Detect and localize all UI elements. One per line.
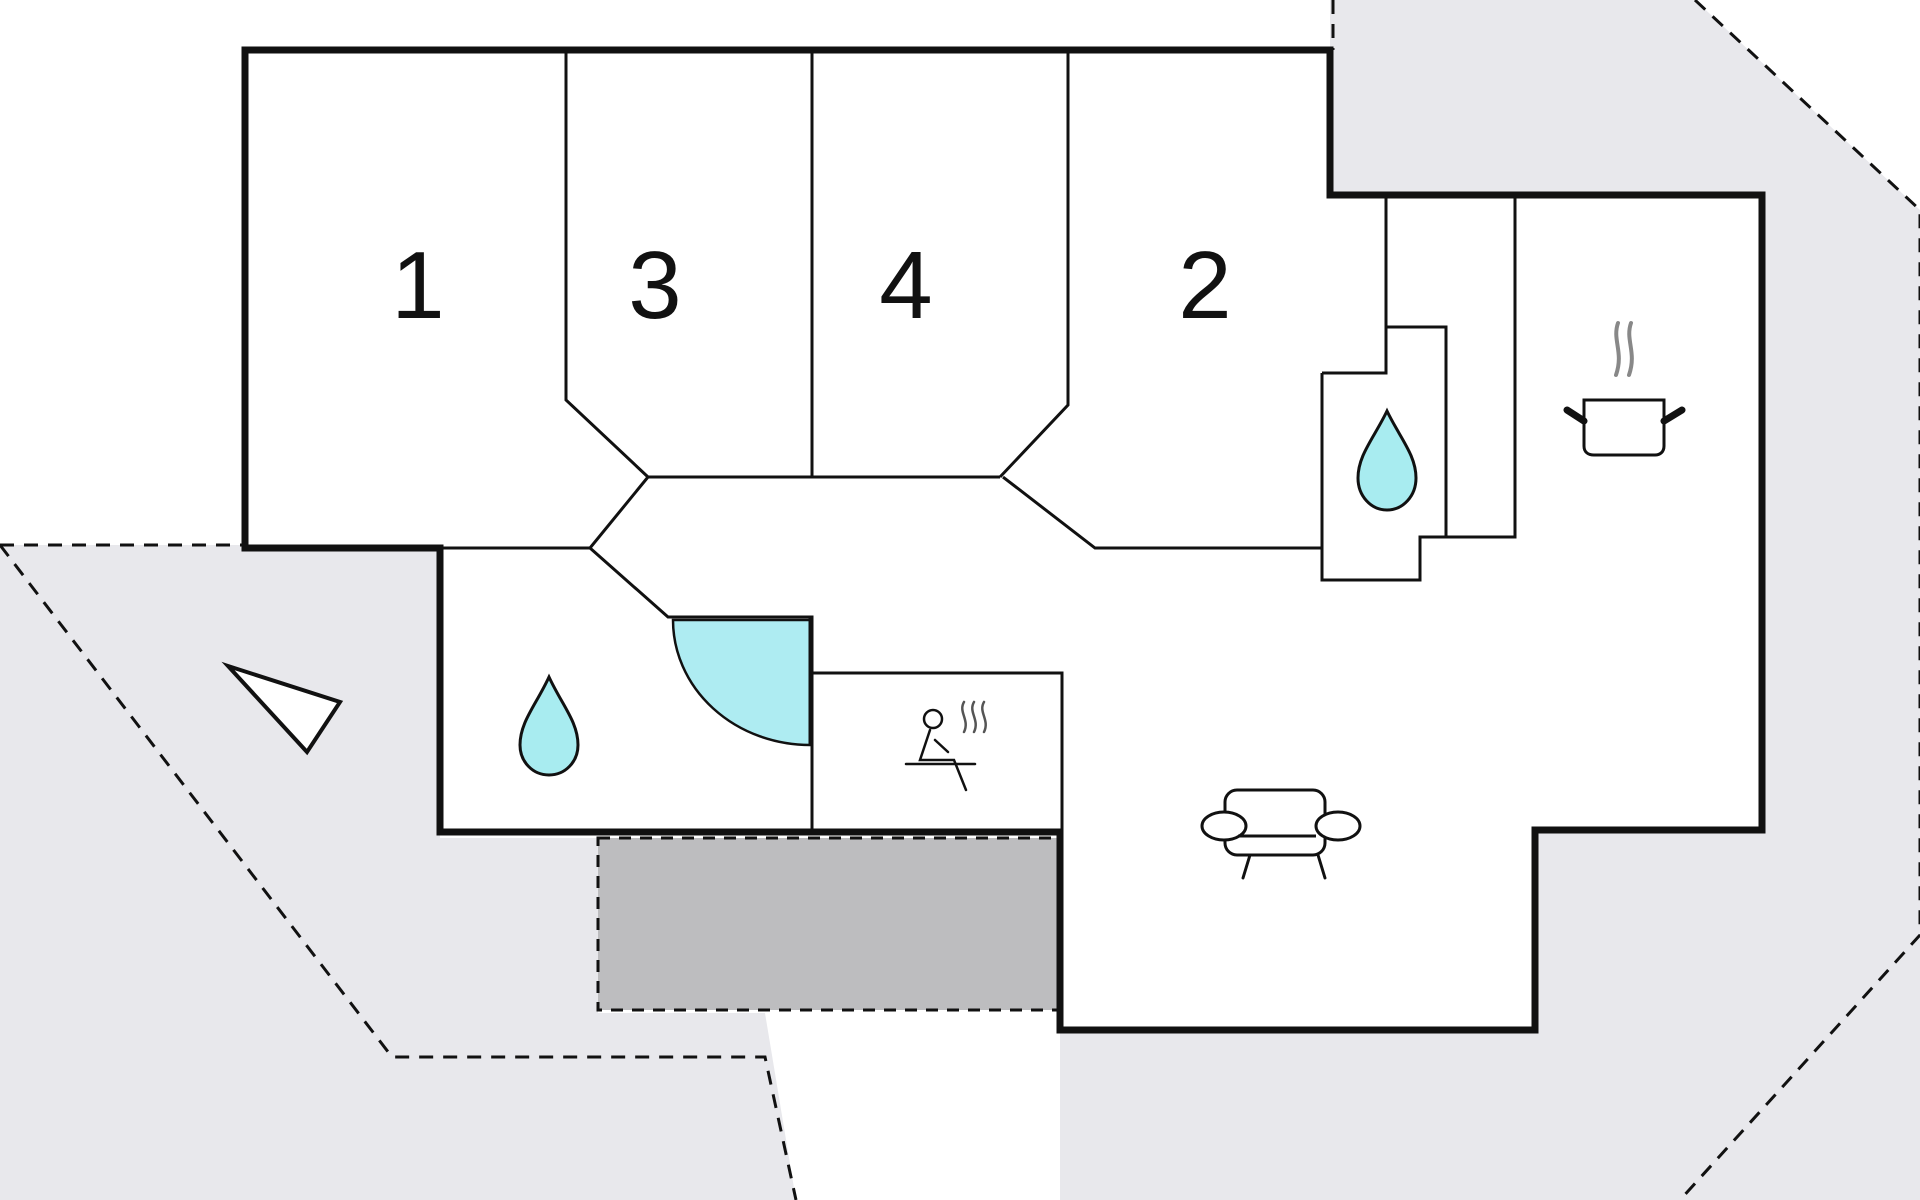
room-label-4: 4	[879, 232, 932, 339]
boundary-right-diagonal	[1678, 0, 1920, 1200]
room-label-1: 1	[391, 232, 444, 339]
wall-sauna	[812, 671, 1064, 832]
triangle-marker-icon	[221, 661, 344, 756]
interior-walls	[440, 50, 1517, 832]
wall-bedroom-2-bottom	[1002, 475, 1322, 550]
sauna-icon	[904, 700, 987, 792]
room-label-3: 3	[628, 232, 681, 339]
terrace-right	[1060, 0, 1920, 1200]
house-floor	[245, 50, 1762, 1030]
cooking-pot-icon	[1563, 321, 1686, 457]
outer-walls	[241, 46, 1766, 1034]
room-label-2: 2	[1178, 232, 1231, 339]
terrace-left	[0, 545, 796, 1200]
water-drop-icon	[518, 673, 580, 777]
shower-area	[671, 618, 812, 747]
wall-bedroom-4-2	[998, 50, 1070, 479]
wall-bath-diagonal	[589, 546, 814, 832]
covered-area	[596, 836, 1062, 1012]
wall-kitchen	[1446, 195, 1517, 539]
water-drop-icon	[1356, 407, 1418, 512]
wall-bedroom-3-left	[564, 50, 650, 479]
sofa-icon	[1200, 788, 1362, 880]
boundary-left-diagonal	[0, 544, 798, 1200]
